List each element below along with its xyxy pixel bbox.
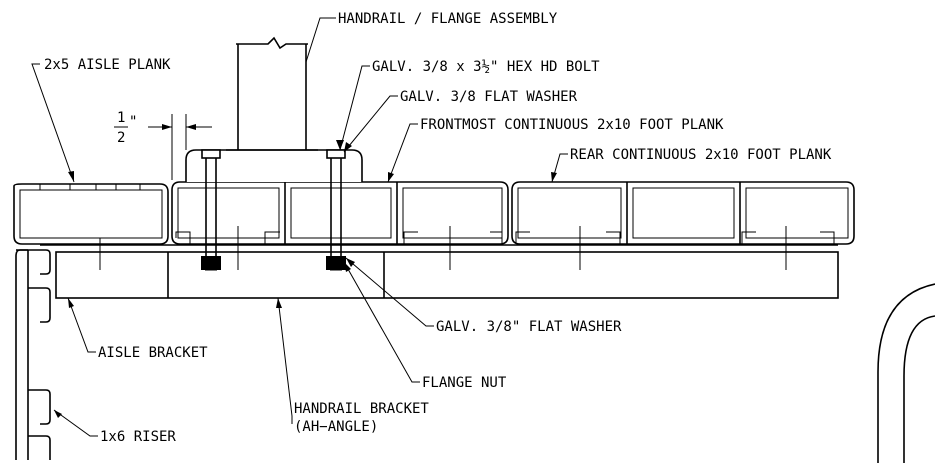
label-frontmost-plank: FRONTMOST CONTINUOUS 2x10 FOOT PLANK — [420, 117, 724, 133]
label-rear-plank: REAR CONTINUOUS 2x10 FOOT PLANK — [570, 147, 832, 163]
label-flat-washer-top: GALV. 3/8 FLAT WASHER — [400, 89, 578, 105]
label-flat-washer-bottom: GALV. 3/8" FLAT WASHER — [436, 319, 622, 335]
handrail-flange — [185, 36, 363, 182]
label-handrail-flange-assembly: HANDRAIL / FLANGE ASSEMBLY — [338, 11, 558, 27]
bolt-left — [201, 149, 221, 271]
leader-lines — [31, 17, 568, 437]
dim-denominator: 2 — [117, 130, 125, 146]
half-inch-dimension: 1 2 " — [114, 110, 212, 180]
aisle-plank — [13, 183, 169, 270]
rear-foot-plank — [511, 181, 855, 270]
label-hex-bolt: GALV. 3/8 x 3½" HEX HD BOLT — [372, 59, 600, 75]
label-flange-nut: FLANGE NUT — [422, 375, 507, 391]
label-riser: 1x6 RISER — [100, 429, 176, 445]
bolt-right — [326, 149, 346, 271]
label-aisle-plank: 2x5 AISLE PLANK — [44, 57, 171, 73]
label-aisle-bracket: AISLE BRACKET — [98, 345, 208, 361]
curved-rail-edge — [877, 283, 935, 463]
dim-numerator: 1 — [117, 110, 125, 126]
dim-unit: " — [129, 114, 137, 130]
frontmost-foot-plank — [171, 181, 509, 270]
riser-1x6 — [15, 249, 51, 460]
label-handrail-bracket: HANDRAIL BRACKET — [294, 401, 429, 417]
label-handrail-bracket-type: (AH−ANGLE) — [294, 419, 378, 435]
bracket-beams — [40, 244, 839, 299]
